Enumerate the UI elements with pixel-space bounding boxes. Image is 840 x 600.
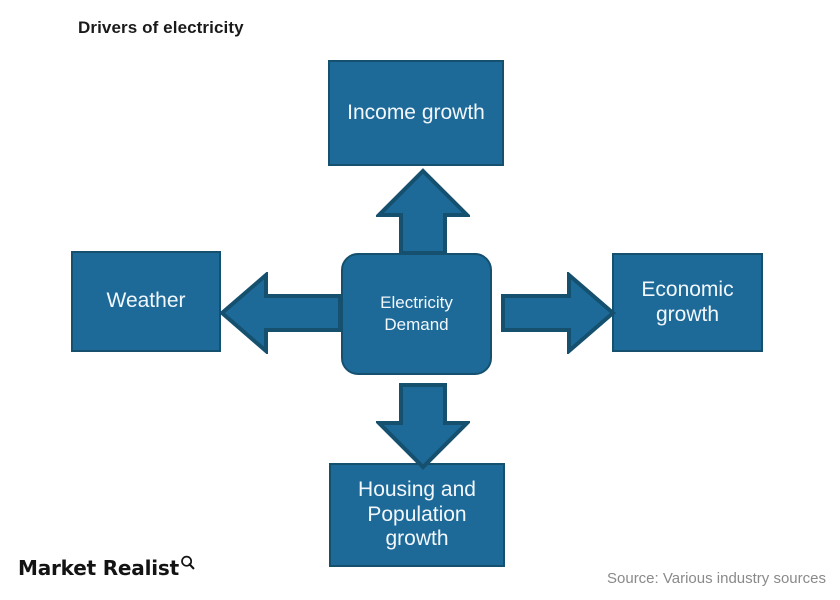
node-electricity-demand: Electricity Demand: [341, 253, 492, 375]
node-economic-growth: Economic growth: [612, 253, 763, 352]
node-electricity-demand-label: Electricity Demand: [380, 293, 453, 334]
arrow-down-icon: [376, 382, 470, 470]
source-note: Source: Various industry sources: [607, 570, 826, 587]
node-weather: Weather: [71, 251, 221, 352]
arrow-right-icon: [500, 272, 616, 354]
brand-name: Market Realist: [18, 556, 179, 580]
node-income-growth-label: Income growth: [347, 100, 485, 124]
node-economic-growth-label: Economic growth: [641, 277, 734, 326]
node-income-growth: Income growth: [328, 60, 504, 166]
page-title: Drivers of electricity: [78, 18, 244, 37]
node-housing-population-growth-label: Housing and Population growth: [358, 477, 476, 551]
node-weather-label: Weather: [106, 289, 186, 313]
magnifier-q-icon: [180, 555, 195, 575]
arrow-up-icon: [376, 168, 470, 256]
arrow-left-icon: [219, 272, 343, 354]
node-housing-population-growth: Housing and Population growth: [329, 463, 505, 567]
brand-logo: Market Realist: [18, 555, 195, 580]
